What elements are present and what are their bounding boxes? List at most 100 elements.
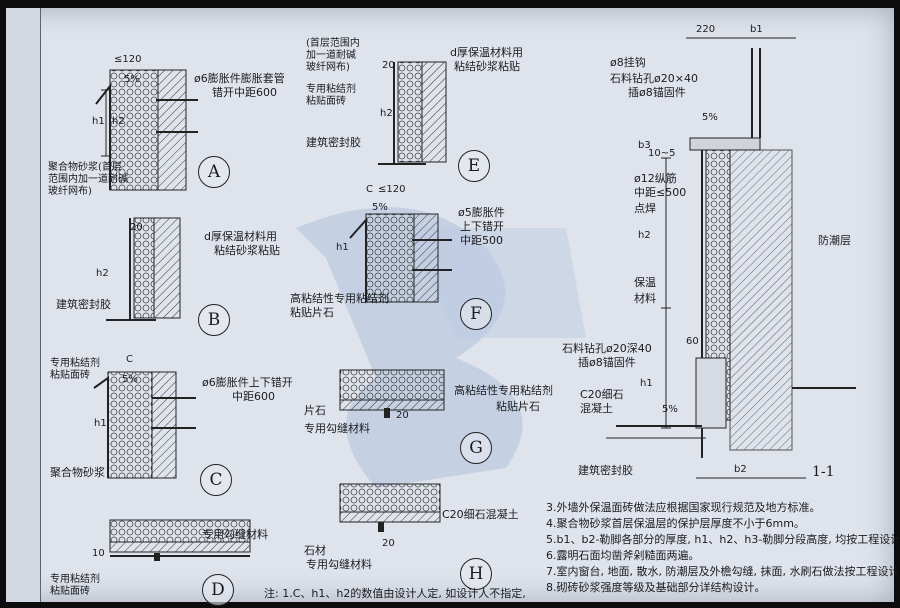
detail-g-dim-20: 20: [396, 410, 409, 421]
section-drill-1b: 插ø8锚固件: [628, 86, 686, 99]
detail-c-adhesive-2: 粘贴面砖: [50, 370, 90, 381]
detail-d-lines: [109, 519, 251, 561]
detail-f-adhesive: 高粘结性专用粘结剂: [290, 292, 389, 305]
note-item-5: 5.b1、b2-勒脚各部分的厚度, h1、h2、h3-勒脚分段高度, 均按工程设…: [546, 533, 900, 546]
detail-a-marker: A: [198, 156, 230, 188]
detail-e-lines: [378, 61, 447, 165]
detail-f-slope: 5%: [372, 202, 388, 213]
section-dim-b1: b1: [750, 24, 763, 35]
section-slope-top: 5%: [702, 112, 718, 123]
detail-f-dim-h1: h1: [336, 242, 349, 253]
drawing-sheet: ≤120 5% h1 h2 ø6膨胀件膨胀套管 错开中距600 聚合物砂浆(首层…: [6, 8, 900, 606]
detail-c-marker: C: [200, 464, 232, 496]
section-insulation: 保温: [634, 276, 656, 289]
detail-e-adhesive: 专用粘结剂: [306, 84, 356, 95]
section-drill-2b: 插ø8锚固件: [578, 356, 636, 369]
detail-f-adhesive-2: 粘贴片石: [290, 306, 334, 319]
detail-c-anchor-spacing: 中距600: [232, 390, 275, 403]
detail-e-dim-20: 20: [382, 60, 395, 71]
detail-d-dim-10: 10: [92, 548, 105, 559]
detail-e-insulation-2: 粘结砂浆粘贴: [454, 60, 520, 73]
section-concrete: C20细石: [580, 388, 624, 401]
detail-h-stone: 石材: [304, 544, 326, 557]
detail-f-anchor-spacing: 中距500: [460, 234, 503, 247]
detail-d-joint: 专用勾缝材料: [202, 528, 268, 541]
watermark-logo: [296, 207, 586, 488]
section-concrete-2: 混凝土: [580, 402, 613, 415]
detail-b-lines: [106, 217, 181, 321]
detail-b-dim-20: 20: [130, 222, 143, 233]
detail-g-adhesive-2: 粘贴片石: [496, 400, 540, 413]
detail-c-mortar: 聚合物砂浆: [50, 466, 105, 479]
section-dim-60: 60: [686, 336, 699, 347]
section-slope-bottom: 5%: [662, 404, 678, 415]
section-1-1-lines: [606, 37, 856, 479]
detail-c-dim-h1: h1: [94, 418, 107, 429]
detail-a-lines: [95, 69, 198, 191]
detail-a-mortar-3: 玻纤网布): [48, 186, 92, 197]
detail-a-anchor: ø6膨胀件膨胀套管: [194, 72, 285, 85]
detail-b-marker: B: [198, 304, 230, 336]
detail-g-stone: 片石: [304, 404, 326, 417]
detail-a-mortar-1: 聚合物砂浆(首层: [48, 162, 122, 173]
section-sealant: 建筑密封胶: [578, 464, 633, 477]
detail-c-lines: [93, 371, 196, 479]
detail-b-dim-h2: h2: [96, 268, 109, 279]
detail-g-lines: [339, 369, 445, 418]
detail-e-dim-h2: h2: [380, 108, 393, 119]
note-item-7: 7.室内窗台, 地面, 散水, 防潮层及外檐勾缝, 抹面, 水刷石做法按工程设计…: [546, 565, 900, 578]
detail-c-anchor: ø6膨胀件上下错开: [202, 376, 293, 389]
note-item-4: 4.聚合物砂浆首层保温层的保护层厚度不小于6mm。: [546, 517, 805, 530]
section-dim-h2: h2: [638, 230, 651, 241]
detail-b-sealant: 建筑密封胶: [56, 298, 111, 311]
detail-g-joint: 专用勾缝材料: [304, 422, 370, 435]
section-rebar-spacing: 中距≤500: [634, 186, 687, 199]
detail-f-marker: F: [460, 298, 492, 330]
note-left: 注: 1.C、h1、h2的数值由设计人定, 如设计人不指定,: [264, 587, 526, 600]
section-insulation-2: 材料: [634, 292, 656, 305]
detail-e-marker: E: [458, 150, 490, 182]
detail-a-dim-top: ≤120: [114, 54, 142, 65]
detail-f-dim-120: ≤120: [378, 184, 406, 195]
detail-f-lines: [349, 213, 452, 303]
section-damp: 防潮层: [818, 234, 851, 247]
detail-f-anchor: ø5膨胀件: [458, 206, 505, 219]
detail-h-joint: 专用勾缝材料: [306, 558, 372, 571]
detail-b-insulation-2: 粘结砂浆粘贴: [214, 244, 280, 257]
sheet-binding-strip: [6, 8, 41, 602]
section-dim-10-5: 10~5: [648, 148, 676, 159]
note-item-8: 8.砌砖砂浆强度等级及基础部分详结构设计。: [546, 581, 766, 594]
detail-e-adhesive-2: 粘贴面砖: [306, 96, 346, 107]
detail-a-mortar-2: 范围内加一道耐碱: [48, 174, 128, 185]
detail-a-dim-h2: h2: [112, 116, 125, 127]
detail-b-insulation: d厚保温材料用: [204, 230, 277, 243]
detail-e-note-3: 玻纤网布): [306, 62, 350, 73]
detail-c-dim-c: C: [126, 354, 133, 365]
section-dim-220: 220: [696, 24, 716, 35]
detail-h-marker: H: [460, 558, 492, 590]
detail-c-slope: 5%: [122, 374, 138, 385]
section-title: 1-1: [812, 464, 835, 480]
detail-d-adhesive-2: 粘贴面砖: [50, 586, 90, 597]
detail-a-slope: 5%: [124, 74, 140, 85]
detail-a-dim-h1: h1: [92, 116, 105, 127]
section-rebar-weld: 点焊: [634, 202, 656, 215]
detail-e-note-2: 加一道耐碱: [306, 50, 356, 61]
detail-g-marker: G: [460, 432, 492, 464]
detail-e-sealant: 建筑密封胶: [306, 136, 361, 149]
section-hook: ø8挂钩: [610, 56, 646, 69]
section-rebar: ø12纵筋: [634, 172, 677, 185]
section-dim-b2: b2: [734, 464, 747, 475]
section-dim-b3: b3: [638, 140, 651, 151]
section-dim-h1: h1: [640, 378, 653, 389]
detail-a-anchor-spacing: 错开中距600: [212, 86, 277, 99]
note-item-6: 6.露明石面均凿斧剁糙面两遍。: [546, 549, 700, 562]
note-item-3: 3.外墙外保温面砖做法应根据国家现行规范及地方标准。: [546, 501, 821, 514]
detail-e-insulation: d厚保温材料用: [450, 46, 523, 59]
section-drill-2: 石料钻孔ø20深40: [562, 342, 652, 355]
detail-c-adhesive: 专用粘结剂: [50, 358, 100, 369]
detail-d-marker: D: [202, 574, 234, 606]
detail-h-lines: [339, 483, 441, 532]
detail-d-adhesive: 专用粘结剂: [50, 574, 100, 585]
detail-g-adhesive: 高粘结性专用粘结剂: [454, 384, 553, 397]
